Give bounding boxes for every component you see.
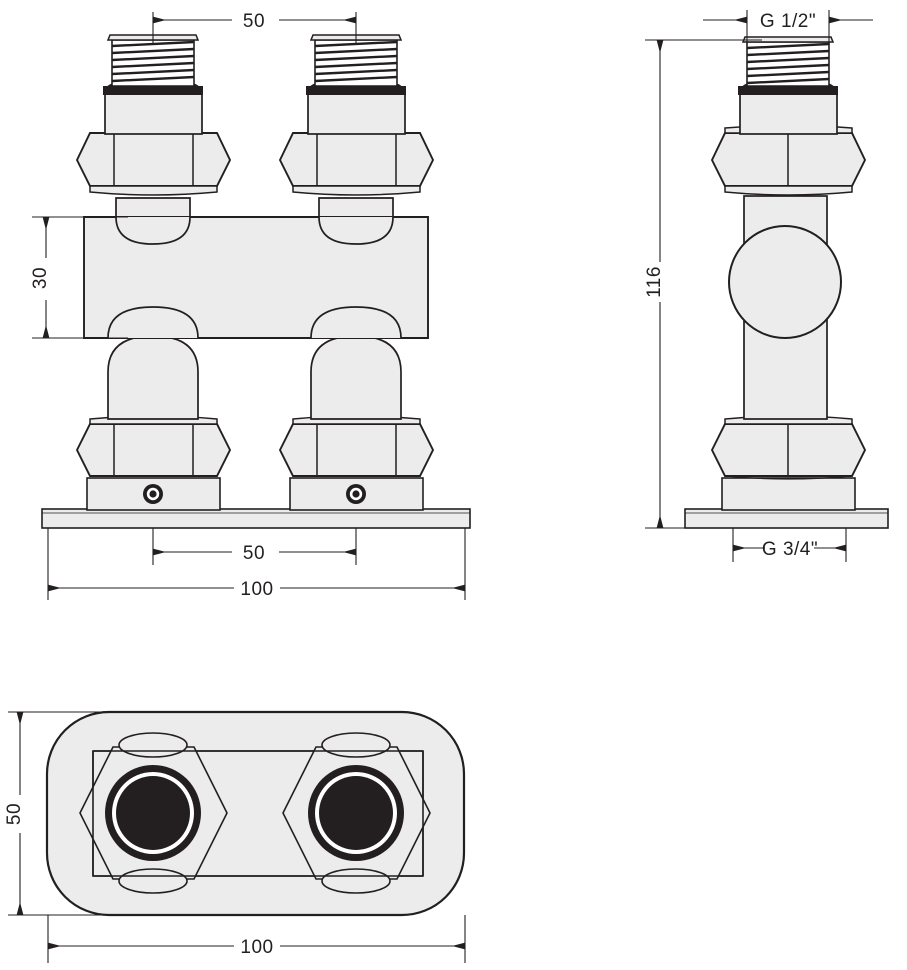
side-view-dimensions: G 1/2" 116 G 3/4": [644, 10, 873, 562]
side-view: [684, 36, 889, 529]
front-view-dimensions: 50 30 50 100: [30, 11, 466, 600]
front-left-lower-stem: [107, 335, 199, 420]
dim-label-front-overall-width: 100: [240, 579, 273, 600]
bottom-inner-rectangle-edges: [92, 750, 424, 877]
dim-label-side-overall-height: 116: [644, 266, 665, 298]
side-lower-hex-nut: [710, 415, 867, 480]
bottom-right-bottom-ellipse: [321, 868, 391, 894]
dim-side-thread-bottom: G 3/4": [732, 528, 847, 562]
dim-front-body-height: 30: [30, 216, 128, 339]
bottom-view: [45, 710, 466, 917]
front-left-upper-hex-nut: [75, 132, 232, 196]
dim-label-bottom-depth: 50: [4, 803, 25, 825]
bottom-left-top-ellipse: [118, 732, 188, 758]
dim-label-front-bottom-spacing: 50: [243, 543, 265, 564]
front-right-lower-stem: [310, 335, 402, 420]
front-right-port-assembly: [278, 34, 435, 511]
bottom-right-port: [282, 732, 431, 894]
front-left-lower-collar: [86, 477, 221, 511]
dim-side-thread-top: G 1/2": [703, 10, 873, 45]
bottom-left-bottom-ellipse: [118, 868, 188, 894]
dim-label-side-thread-top: G 1/2": [760, 11, 816, 32]
front-main-body-block: [83, 216, 429, 339]
bottom-view-dimensions: 50 100: [4, 711, 466, 963]
front-right-cylinder-section: [307, 93, 406, 135]
bottom-left-port: [79, 732, 228, 894]
side-lower-collar: [721, 477, 856, 511]
bottom-right-top-ellipse: [321, 732, 391, 758]
side-male-thread: [741, 36, 835, 87]
front-left-cylinder-section: [104, 93, 203, 135]
side-upper-hex-nut: [710, 124, 867, 196]
front-right-lower-collar: [289, 477, 424, 511]
bottom-left-bore: [116, 776, 190, 850]
side-base-plate: [684, 508, 889, 529]
dim-front-bottom-spacing: 50: [152, 528, 357, 565]
dim-front-top-spacing: 50: [152, 11, 357, 45]
front-right-male-thread: [309, 34, 403, 87]
front-right-lower-hex-nut: [278, 415, 435, 477]
dim-front-overall-width: 100: [47, 528, 466, 600]
front-left-lower-hex-nut: [75, 415, 232, 477]
dim-side-overall-height: 116: [644, 39, 762, 529]
side-cylinder-section: [739, 93, 838, 135]
front-base-plate: [41, 508, 471, 529]
front-view: [41, 34, 471, 529]
side-ball-valve-sphere: [728, 225, 842, 339]
bottom-right-bore: [319, 776, 393, 850]
dim-label-bottom-width: 100: [240, 937, 273, 958]
dim-bottom-width: 100: [47, 915, 466, 963]
dim-label-front-top-spacing: 50: [243, 11, 265, 32]
dim-bottom-depth: 50: [4, 711, 110, 916]
dim-label-side-thread-bottom: G 3/4": [762, 539, 818, 560]
dim-label-front-body-height: 30: [30, 267, 51, 289]
front-right-upper-hex-nut: [278, 132, 435, 196]
